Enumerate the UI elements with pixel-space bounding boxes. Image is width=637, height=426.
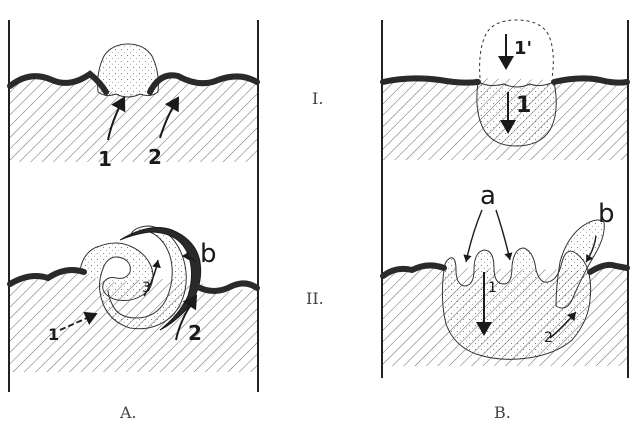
b1-label-lower: 1	[516, 93, 531, 118]
a2-label-b: b	[200, 239, 217, 269]
a2-label-3: 3	[142, 280, 151, 296]
column-label-a: A.	[119, 403, 137, 422]
a2-label-2: 2	[188, 321, 202, 345]
a1-label-2: 2	[148, 145, 162, 169]
a1-label-1: 1	[98, 147, 112, 171]
column-label-b: B.	[494, 403, 511, 422]
b2-label-b: b	[598, 199, 615, 229]
b2-pointer-a-right	[496, 210, 510, 260]
panel-a: 1 2 1 2 3 b	[9, 20, 258, 392]
b2-label-a: a	[480, 181, 496, 211]
panel-a-stage-2: 1 2 3 b	[10, 226, 257, 372]
panel-a-stage-1: 1 2	[10, 44, 257, 171]
row-label-2: II.	[306, 289, 324, 308]
b2-label-1: 1	[488, 280, 497, 296]
panel-b-stage-1: 1' 1	[383, 20, 627, 160]
a2-label-1: 1	[48, 325, 59, 344]
b1-label-upper: 1'	[514, 38, 532, 59]
b2-label-2: 2	[544, 330, 553, 346]
panel-b-stage-2: a b 1 2	[383, 181, 627, 366]
row-label-1: I.	[312, 89, 323, 108]
panel-b: 1' 1 a b 1 2	[382, 20, 628, 378]
